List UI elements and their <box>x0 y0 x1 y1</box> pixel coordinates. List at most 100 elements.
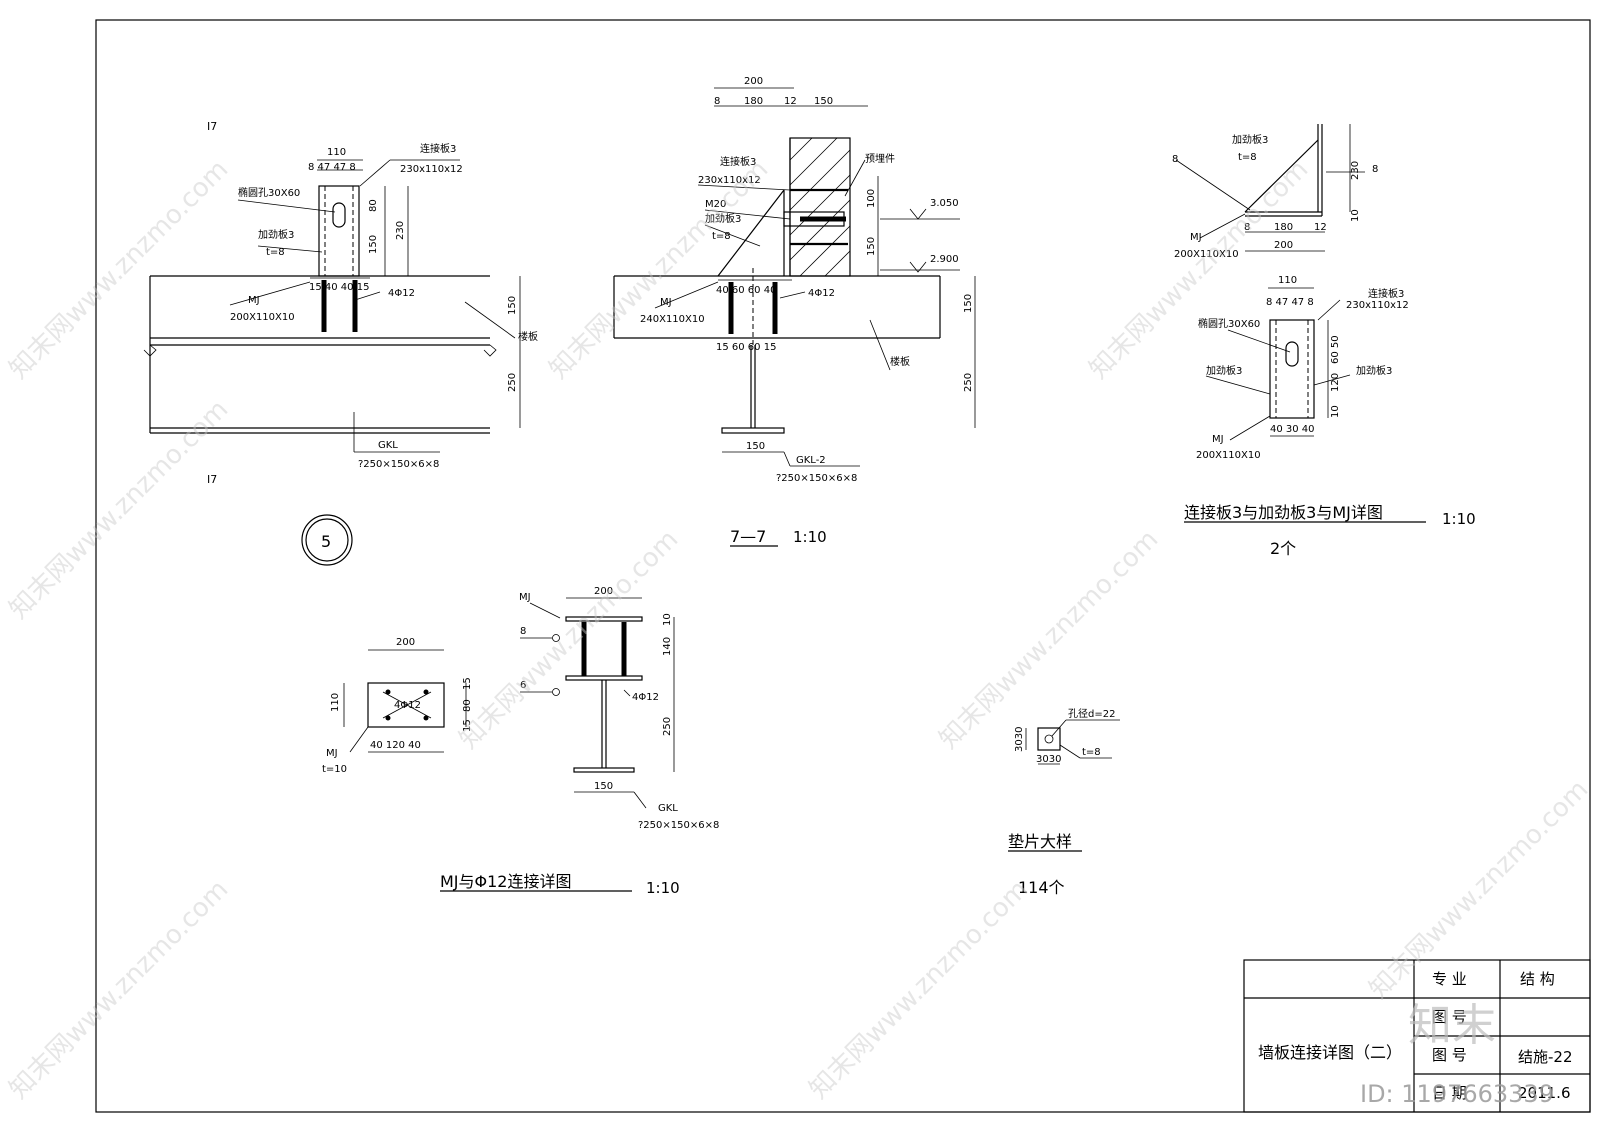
plate-label: 连接板3 <box>720 155 756 168</box>
dim-12: 12 <box>784 96 797 107</box>
rebar-label-2: 4Φ12 <box>632 692 659 703</box>
slot-label: 椭圆孔30X60 <box>1198 317 1260 330</box>
section-mark-top: I7 <box>207 120 217 133</box>
bolt-label: M20 <box>705 199 726 210</box>
watermark-text: 知末网www.znzmo.com <box>4 154 235 385</box>
detail-scale: 1:10 <box>646 879 680 897</box>
major-value: 结 构 <box>1520 970 1555 988</box>
dim-140: 140 <box>662 637 673 656</box>
stiffener-a: 加劲板3 <box>1206 364 1242 377</box>
detail-number: 5 <box>321 532 331 551</box>
rebar-label: 4Φ12 <box>808 288 835 299</box>
stiffener-label: 加劲板3 <box>1232 133 1268 146</box>
beam-label: GKL <box>658 803 678 814</box>
stiffener-label: 加劲板3 <box>258 228 294 241</box>
detail-scale: 1:10 <box>1442 510 1476 528</box>
mj2-size: 200X110X10 <box>1196 450 1261 461</box>
watermark-logo: 知末 <box>1408 1000 1496 1051</box>
mj-size: 240X110X10 <box>640 314 705 325</box>
dim-200: 200 <box>744 76 763 87</box>
detail-scale: 1:10 <box>793 528 827 546</box>
dim-110: 110 <box>327 147 346 158</box>
drawing-date: 2011.6 <box>1518 1084 1571 1102</box>
detail-title: 垫片大样 <box>1008 832 1072 851</box>
mj-label: MJ <box>326 748 338 759</box>
watermark-text: 知末网www.znzmo.com <box>454 524 685 755</box>
dim-v: 3030 <box>1014 727 1025 752</box>
dim-h: 3030 <box>1036 754 1061 765</box>
stiffener-label: 加劲板3 <box>705 212 741 225</box>
beam-label: GKL <box>378 440 398 451</box>
embed-label: 预埋件 <box>865 153 895 165</box>
dim-150b: 150 <box>866 237 877 256</box>
dim-180: 180 <box>744 96 763 107</box>
dim-v: 60 50 <box>1330 335 1341 364</box>
weld-left: 8 <box>1172 154 1178 165</box>
row2-label: 图 号 <box>1432 1008 1467 1026</box>
dim-8-47-47-8: 8 47 47 8 <box>1266 297 1314 308</box>
dim-100: 100 <box>866 189 877 208</box>
hole-label: 孔径d=22 <box>1068 707 1115 720</box>
rebar-label: 4Φ12 <box>388 288 415 299</box>
beam-label: GKL-2 <box>796 455 826 466</box>
dim-150: 150 <box>814 96 833 107</box>
weld-8: 8 <box>520 626 526 637</box>
plate-size: 230x110x12 <box>400 164 463 175</box>
dim-200b: 200 <box>594 586 613 597</box>
dim-80: 80 <box>368 199 379 212</box>
watermark-text: 知末网www.znzmo.com <box>1364 774 1595 1005</box>
dim-v3: 120 <box>1330 373 1341 392</box>
detail-a: I7 I7 110 8 47 47 8 连接板3 230x110x12 椭圆孔3… <box>143 120 538 566</box>
stiffener-t: t=8 <box>1238 152 1257 163</box>
mj-thickness: t=10 <box>322 764 347 775</box>
dim-right-150: 150 <box>963 294 974 313</box>
plate-size: 230x110x12 <box>1346 300 1409 311</box>
dim-80: 80 <box>462 699 473 712</box>
row4-label: 日 期 <box>1432 1084 1467 1102</box>
detail-title: MJ与Φ12连接详图 <box>440 872 571 891</box>
drawing-number: 结施-22 <box>1518 1048 1573 1066</box>
weld-right: 8 <box>1372 164 1378 175</box>
title-block: 专 业 结 构 图 号 墙板连接详图（二） 图 号 结施-22 日 期 2011… <box>1243 959 1591 1113</box>
detail-7-7: 200 8 180 12 150 <box>613 76 976 547</box>
plate-size: 230x110x12 <box>698 175 761 186</box>
rebar-label: 4Φ12 <box>394 700 421 711</box>
dim-250: 250 <box>662 717 673 736</box>
mj-label-2: MJ <box>519 592 531 603</box>
mj2-label: MJ <box>1212 434 1224 445</box>
dim-110: 110 <box>330 693 341 712</box>
detail-plate: 8 加劲板3 t=8 230 10 8 8 180 12 200 MJ 200X… <box>1172 124 1476 558</box>
mj-size: 200X110X10 <box>230 312 295 323</box>
dim-230: 230 <box>1350 161 1361 180</box>
elevation-lower: 2.900 <box>930 254 959 265</box>
mj-label: MJ <box>660 297 672 308</box>
plate-label: 连接板3 <box>420 142 456 155</box>
stiffener-t: t=8 <box>712 231 731 242</box>
dim-8: 8 <box>1244 222 1250 233</box>
mj-label: MJ <box>1190 232 1202 243</box>
dim-10: 10 <box>1350 209 1361 222</box>
weld-6: 6 <box>520 680 526 691</box>
dim-15-40-40-15: 15 40 40 15 <box>309 282 369 293</box>
mj-size: 200X110X10 <box>1174 249 1239 260</box>
dim-flange: 150 <box>746 441 765 452</box>
elevation-upper: 3.050 <box>930 198 959 209</box>
dim-150: 150 <box>368 235 379 254</box>
detail-mj: 200 4Φ12 110 15 80 15 MJ t=10 40 120 40 … <box>322 586 719 897</box>
dim-v4: 10 <box>1330 405 1341 418</box>
dim-40-30-40: 40 30 40 <box>1270 424 1315 435</box>
beam-size: ?250×150×6×8 <box>358 459 439 470</box>
detail-qty: 114个 <box>1018 878 1065 897</box>
drawing-frame <box>95 19 1591 1113</box>
detail-title: 连接板3与加劲板3与MJ详图 <box>1184 503 1383 522</box>
stiffener-b: 加劲板3 <box>1356 364 1392 377</box>
dim-230: 230 <box>395 221 406 240</box>
major-label: 专 业 <box>1432 970 1467 988</box>
section-mark-bottom: I7 <box>207 473 217 486</box>
dim-right-250: 250 <box>963 373 974 392</box>
dim-8: 8 <box>714 96 720 107</box>
detail-washer: 孔径d=22 t=8 3030 3030 垫片大样 114个 <box>1008 707 1120 897</box>
dim-15: 15 <box>462 677 473 690</box>
dim-180: 180 <box>1274 222 1293 233</box>
